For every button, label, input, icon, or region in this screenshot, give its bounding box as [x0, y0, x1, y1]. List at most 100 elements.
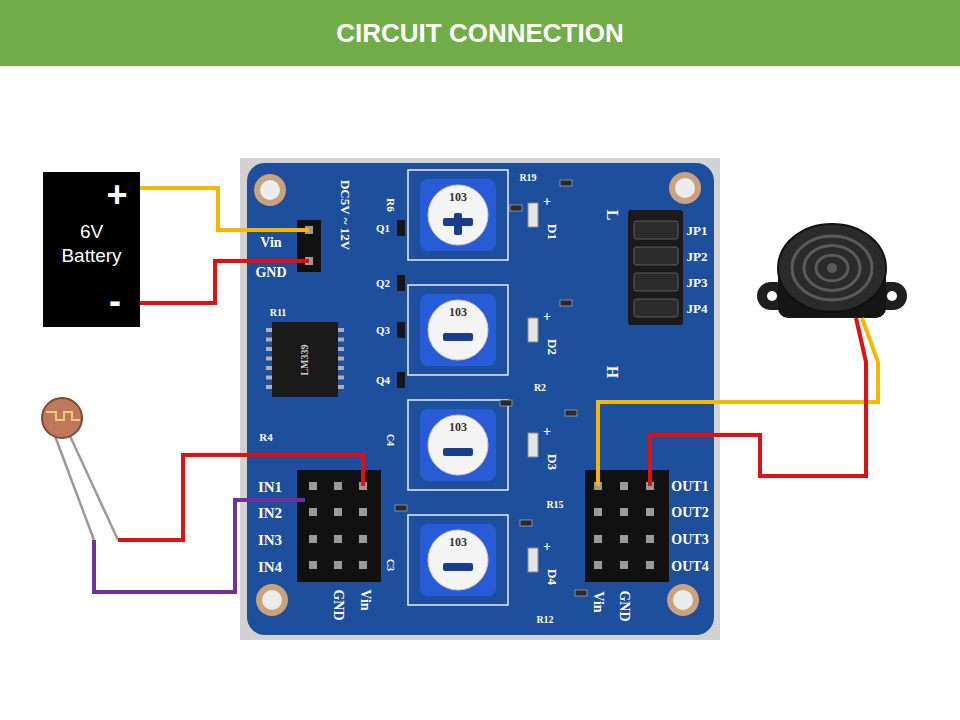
- buzzer-grille: [792, 236, 872, 300]
- pin-label: IN2: [258, 506, 282, 521]
- pin-label: OUT1: [671, 480, 708, 494]
- pot-knob: [428, 185, 488, 245]
- potentiometer: [420, 294, 496, 366]
- led-symbol: [528, 318, 538, 342]
- header-pin: [359, 561, 367, 569]
- part-label: R12: [536, 615, 553, 625]
- part-label: D2: [546, 339, 559, 355]
- ic-pin: [266, 357, 272, 361]
- pot-knob: [428, 530, 488, 590]
- mounting-hole: [669, 172, 701, 204]
- pin-label: Vin: [358, 589, 372, 610]
- pot-outline: [408, 515, 508, 605]
- pin-label: Vin: [591, 591, 605, 612]
- pot-outline: [408, 170, 508, 260]
- jumper-label: JP3: [687, 276, 708, 289]
- smd-part: [560, 180, 572, 186]
- header-pin: [309, 508, 317, 516]
- header-pin: [309, 482, 317, 490]
- mounting-hole: [667, 584, 699, 616]
- buzzer-face: [778, 224, 886, 312]
- ic-chip: [272, 322, 338, 397]
- pot-slot: [454, 213, 462, 235]
- power-header: [297, 220, 321, 272]
- part-label: R6: [385, 198, 396, 211]
- led-symbol: [528, 433, 538, 457]
- transistor-symbol: [397, 275, 405, 291]
- buzzer-hole: [767, 291, 777, 301]
- polarity-sign: +: [102, 172, 132, 217]
- ic-pin: [266, 347, 272, 351]
- header-pin: [309, 535, 317, 543]
- pin-label: Vin: [260, 236, 281, 250]
- mounting-hole: [254, 174, 286, 206]
- header-pin: [620, 482, 628, 490]
- mounting-hole-center: [675, 178, 695, 198]
- transistor-symbol: [397, 220, 405, 236]
- ic-pin: [338, 376, 344, 380]
- wire: [94, 500, 305, 592]
- jumper-block: [628, 210, 683, 325]
- smd-part: [510, 205, 522, 211]
- header-pin: [620, 508, 628, 516]
- battery-box: +6V Battery-: [43, 172, 140, 327]
- title: CIRCUIT CONNECTION: [0, 0, 960, 66]
- header-pin: [334, 508, 342, 516]
- pot-value: 103: [449, 306, 467, 318]
- part-label: D4: [546, 569, 559, 585]
- header-pin: [594, 508, 602, 516]
- transistor-symbol: [397, 322, 405, 338]
- wire: [140, 261, 309, 303]
- jumper-label: JP2: [687, 250, 708, 263]
- header-pin: [309, 561, 317, 569]
- pot-value: 103: [449, 191, 467, 203]
- ic-pin: [338, 338, 344, 342]
- polarity-sign: +: [543, 540, 551, 554]
- photo-ground: [240, 158, 720, 640]
- part-label: C3: [385, 559, 395, 571]
- pot-value: 103: [449, 536, 467, 548]
- mounting-hole-center: [260, 180, 280, 200]
- potentiometer: [420, 524, 496, 596]
- pot-outline: [408, 400, 508, 490]
- header-pin: [620, 561, 628, 569]
- pin-label: GND: [255, 266, 286, 280]
- pot-slot: [443, 448, 473, 456]
- mounting-hole: [256, 584, 288, 616]
- pin-label: OUT4: [671, 560, 708, 574]
- part-label: Q2: [376, 278, 390, 289]
- buzzer-grille: [804, 246, 860, 291]
- ic-pin: [266, 376, 272, 380]
- pot-slot: [443, 563, 473, 571]
- part-label: R19: [519, 173, 536, 183]
- ic-pin: [338, 357, 344, 361]
- smd-part: [500, 400, 512, 406]
- polarity-sign: +: [543, 425, 551, 439]
- pin-header: [585, 470, 669, 582]
- header-pin: [646, 535, 654, 543]
- ic-pin: [338, 366, 344, 370]
- part-label: R4: [259, 432, 272, 443]
- pin-label: GND: [331, 589, 345, 620]
- smd-part: [395, 505, 407, 511]
- header-pin: [620, 535, 628, 543]
- ic-pin: [266, 338, 272, 342]
- header-pin: [594, 561, 602, 569]
- header-pin: [359, 535, 367, 543]
- ic-pin: [266, 366, 272, 370]
- chip-marking: LM339: [300, 344, 310, 375]
- pin-label: GND: [617, 590, 631, 621]
- header-bar: [0, 0, 960, 66]
- smd-part: [520, 520, 532, 526]
- part-label: Q1: [376, 223, 390, 234]
- ic-pin: [338, 385, 344, 389]
- jumper-label: L: [604, 210, 620, 221]
- part-label: R11: [270, 308, 287, 318]
- pin-label: OUT2: [671, 506, 708, 520]
- header-pin: [334, 561, 342, 569]
- battery-label: 6V Battery: [51, 220, 132, 268]
- jumper-label: JP1: [687, 224, 708, 237]
- header-pin: [594, 535, 602, 543]
